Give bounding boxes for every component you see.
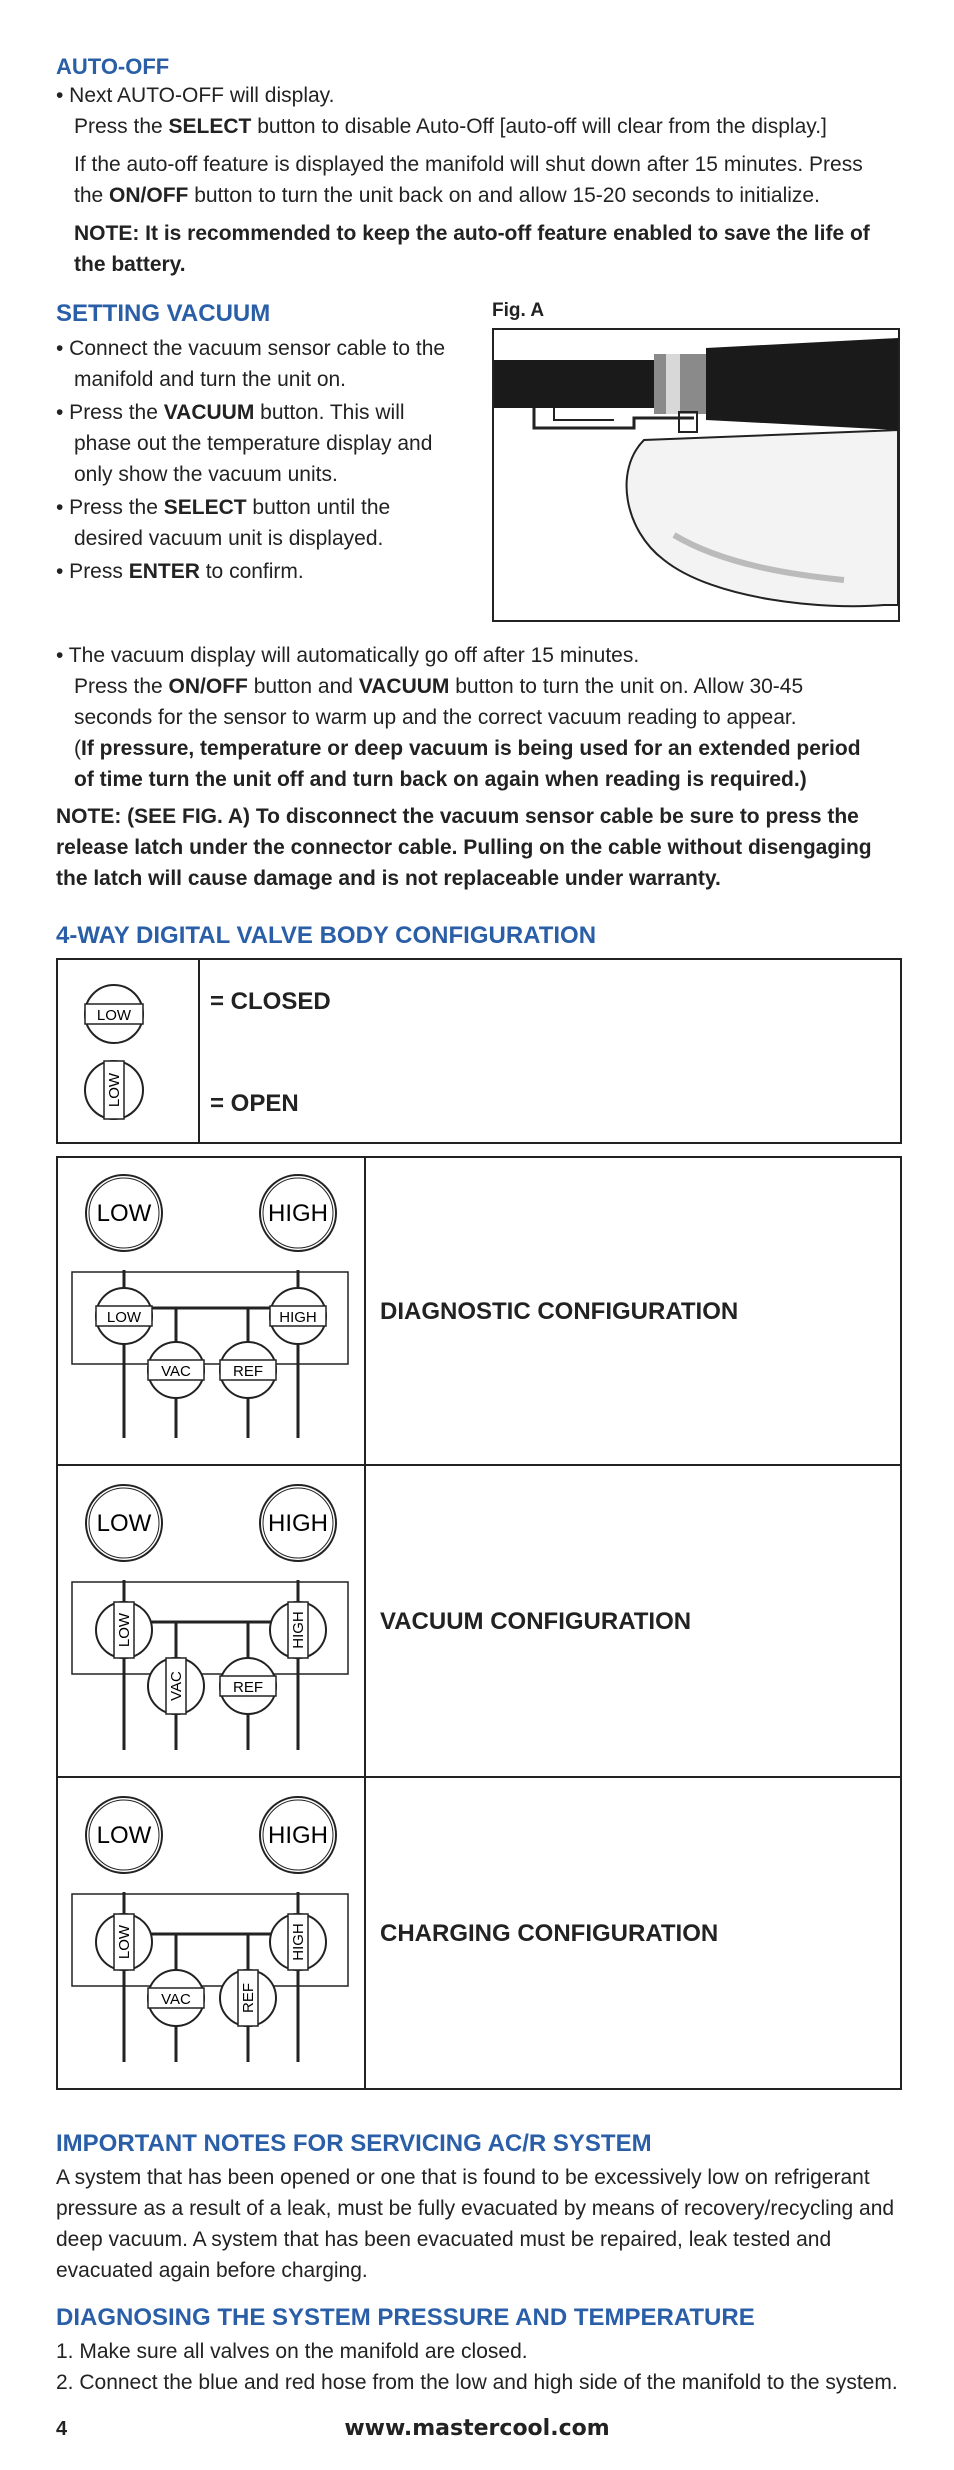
valve-config-heading: 4-WAY DIGITAL VALVE BODY CONFIGURATION [56,922,597,949]
valve-closed-symbol: LOW [84,984,144,1044]
fig-a-note-2: release latch under the connector cable.… [56,836,872,859]
valve-ref-label: REF [233,1363,263,1380]
auto-off-line-1: • Next AUTO-OFF will display. [56,84,335,107]
vacuum-display-line-2: Press the ON/OFF button and VACUUM butto… [74,675,804,698]
diagnosing-step-1: 1. Make sure all valves on the manifold … [56,2340,528,2363]
legend-open-label: = OPEN [210,1090,299,1117]
page-number: 4 [56,2418,68,2440]
svg-text:HIGH: HIGH [268,1822,328,1849]
svg-text:LOW: LOW [116,1924,133,1959]
charging-config-title: CHARGING CONFIGURATION [380,1920,719,1947]
important-notes-line-3: deep vacuum. A system that has been evac… [56,2228,832,2251]
fig-a-label: Fig. A [492,300,545,321]
auto-off-line-2: Press the SELECT button to disable Auto-… [74,115,827,138]
vacuum-bullet-3b: desired vacuum unit is displayed. [74,527,384,550]
valve-vac-label: VAC [161,1363,191,1380]
charging-diagram: LOW HIGH LOW HIGH VAC REF [71,1796,349,2062]
fig-a-note-3: the latch will cause damage and is not r… [56,867,721,890]
auto-off-note-1: NOTE: It is recommended to keep the auto… [74,222,870,245]
vacuum-display-line-5: of time turn the unit off and turn back … [74,768,807,791]
auto-off-note-2: the battery. [74,253,186,276]
important-notes-line-4: evacuated again before charging. [56,2259,368,2282]
svg-text:VAC: VAC [168,1671,185,1701]
svg-text:VAC: VAC [161,1991,191,2008]
valve-high-label: HIGH [279,1309,317,1326]
vacuum-bullet-1a: • Connect the vacuum sensor cable to the [56,337,446,360]
svg-text:HIGH: HIGH [290,1611,307,1649]
fig-a-image [492,328,900,622]
vacuum-bullet-3a: • Press the SELECT button until the [56,496,391,519]
svg-text:LOW: LOW [106,1072,123,1107]
important-notes-heading: IMPORTANT NOTES FOR SERVICING AC/R SYSTE… [56,2130,652,2157]
footer-url[interactable]: www.mastercool.com [344,2416,610,2441]
vacuum-bullet-2b: phase out the temperature display and [74,432,433,455]
vacuum-bullet-2a: • Press the VACUUM button. This will [56,401,405,424]
vacuum-display-line-3: seconds for the sensor to warm up and th… [74,706,797,729]
svg-text:LOW: LOW [97,1822,152,1849]
diagnostic-config-title: DIAGNOSTIC CONFIGURATION [380,1298,739,1325]
valve-legend-table: LOW LOW = CLOSED = OPEN [56,958,902,1144]
svg-text:HIGH: HIGH [268,1510,328,1537]
auto-off-heading: AUTO-OFF [56,54,170,79]
vacuum-diagram: LOW HIGH LOW HIGH VAC REF [71,1484,349,1750]
legend-closed-label: = CLOSED [210,988,331,1015]
diagnosing-step-2: 2. Connect the blue and red hose from th… [56,2371,898,2394]
setting-vacuum-heading: SETTING VACUUM [56,300,271,327]
svg-text:HIGH: HIGH [290,1923,307,1961]
vacuum-bullet-2c: only show the vacuum units. [74,463,338,486]
important-notes-line-2: pressure as a result of a leak, must be … [56,2197,895,2220]
fig-a-note-1: NOTE: (SEE FIG. A) To disconnect the vac… [56,805,859,828]
vacuum-config-title: VACUUM CONFIGURATION [380,1608,692,1635]
svg-text:LOW: LOW [97,1007,132,1024]
svg-text:REF: REF [233,1679,263,1696]
vacuum-display-line-1: • The vacuum display will automatically … [56,644,640,667]
valve-open-symbol: LOW [84,1060,144,1120]
gauge-low-label: LOW [97,1200,152,1227]
config-table: DIAGNOSTIC CONFIGURATION VACUUM CONFIGUR… [56,1156,902,2090]
auto-off-para-1: If the auto-off feature is displayed the… [74,153,863,176]
diagnostic-diagram: LOW HIGH LOW HIGH VAC REF [71,1174,349,1438]
auto-off-para-2: the ON/OFF button to turn the unit back … [74,184,820,207]
vacuum-bullet-1b: manifold and turn the unit on. [74,368,347,391]
svg-text:REF: REF [240,1983,257,2013]
svg-text:LOW: LOW [97,1510,152,1537]
vacuum-display-line-4: (If pressure, temperature or deep vacuum… [74,737,861,760]
vacuum-bullet-4: • Press ENTER to confirm. [56,560,304,583]
valve-low-label: LOW [107,1309,142,1326]
svg-text:LOW: LOW [116,1612,133,1647]
diagnosing-heading: DIAGNOSING THE SYSTEM PRESSURE AND TEMPE… [56,2304,755,2331]
gauge-high-label: HIGH [268,1200,328,1227]
important-notes-line-1: A system that has been opened or one tha… [56,2166,870,2189]
